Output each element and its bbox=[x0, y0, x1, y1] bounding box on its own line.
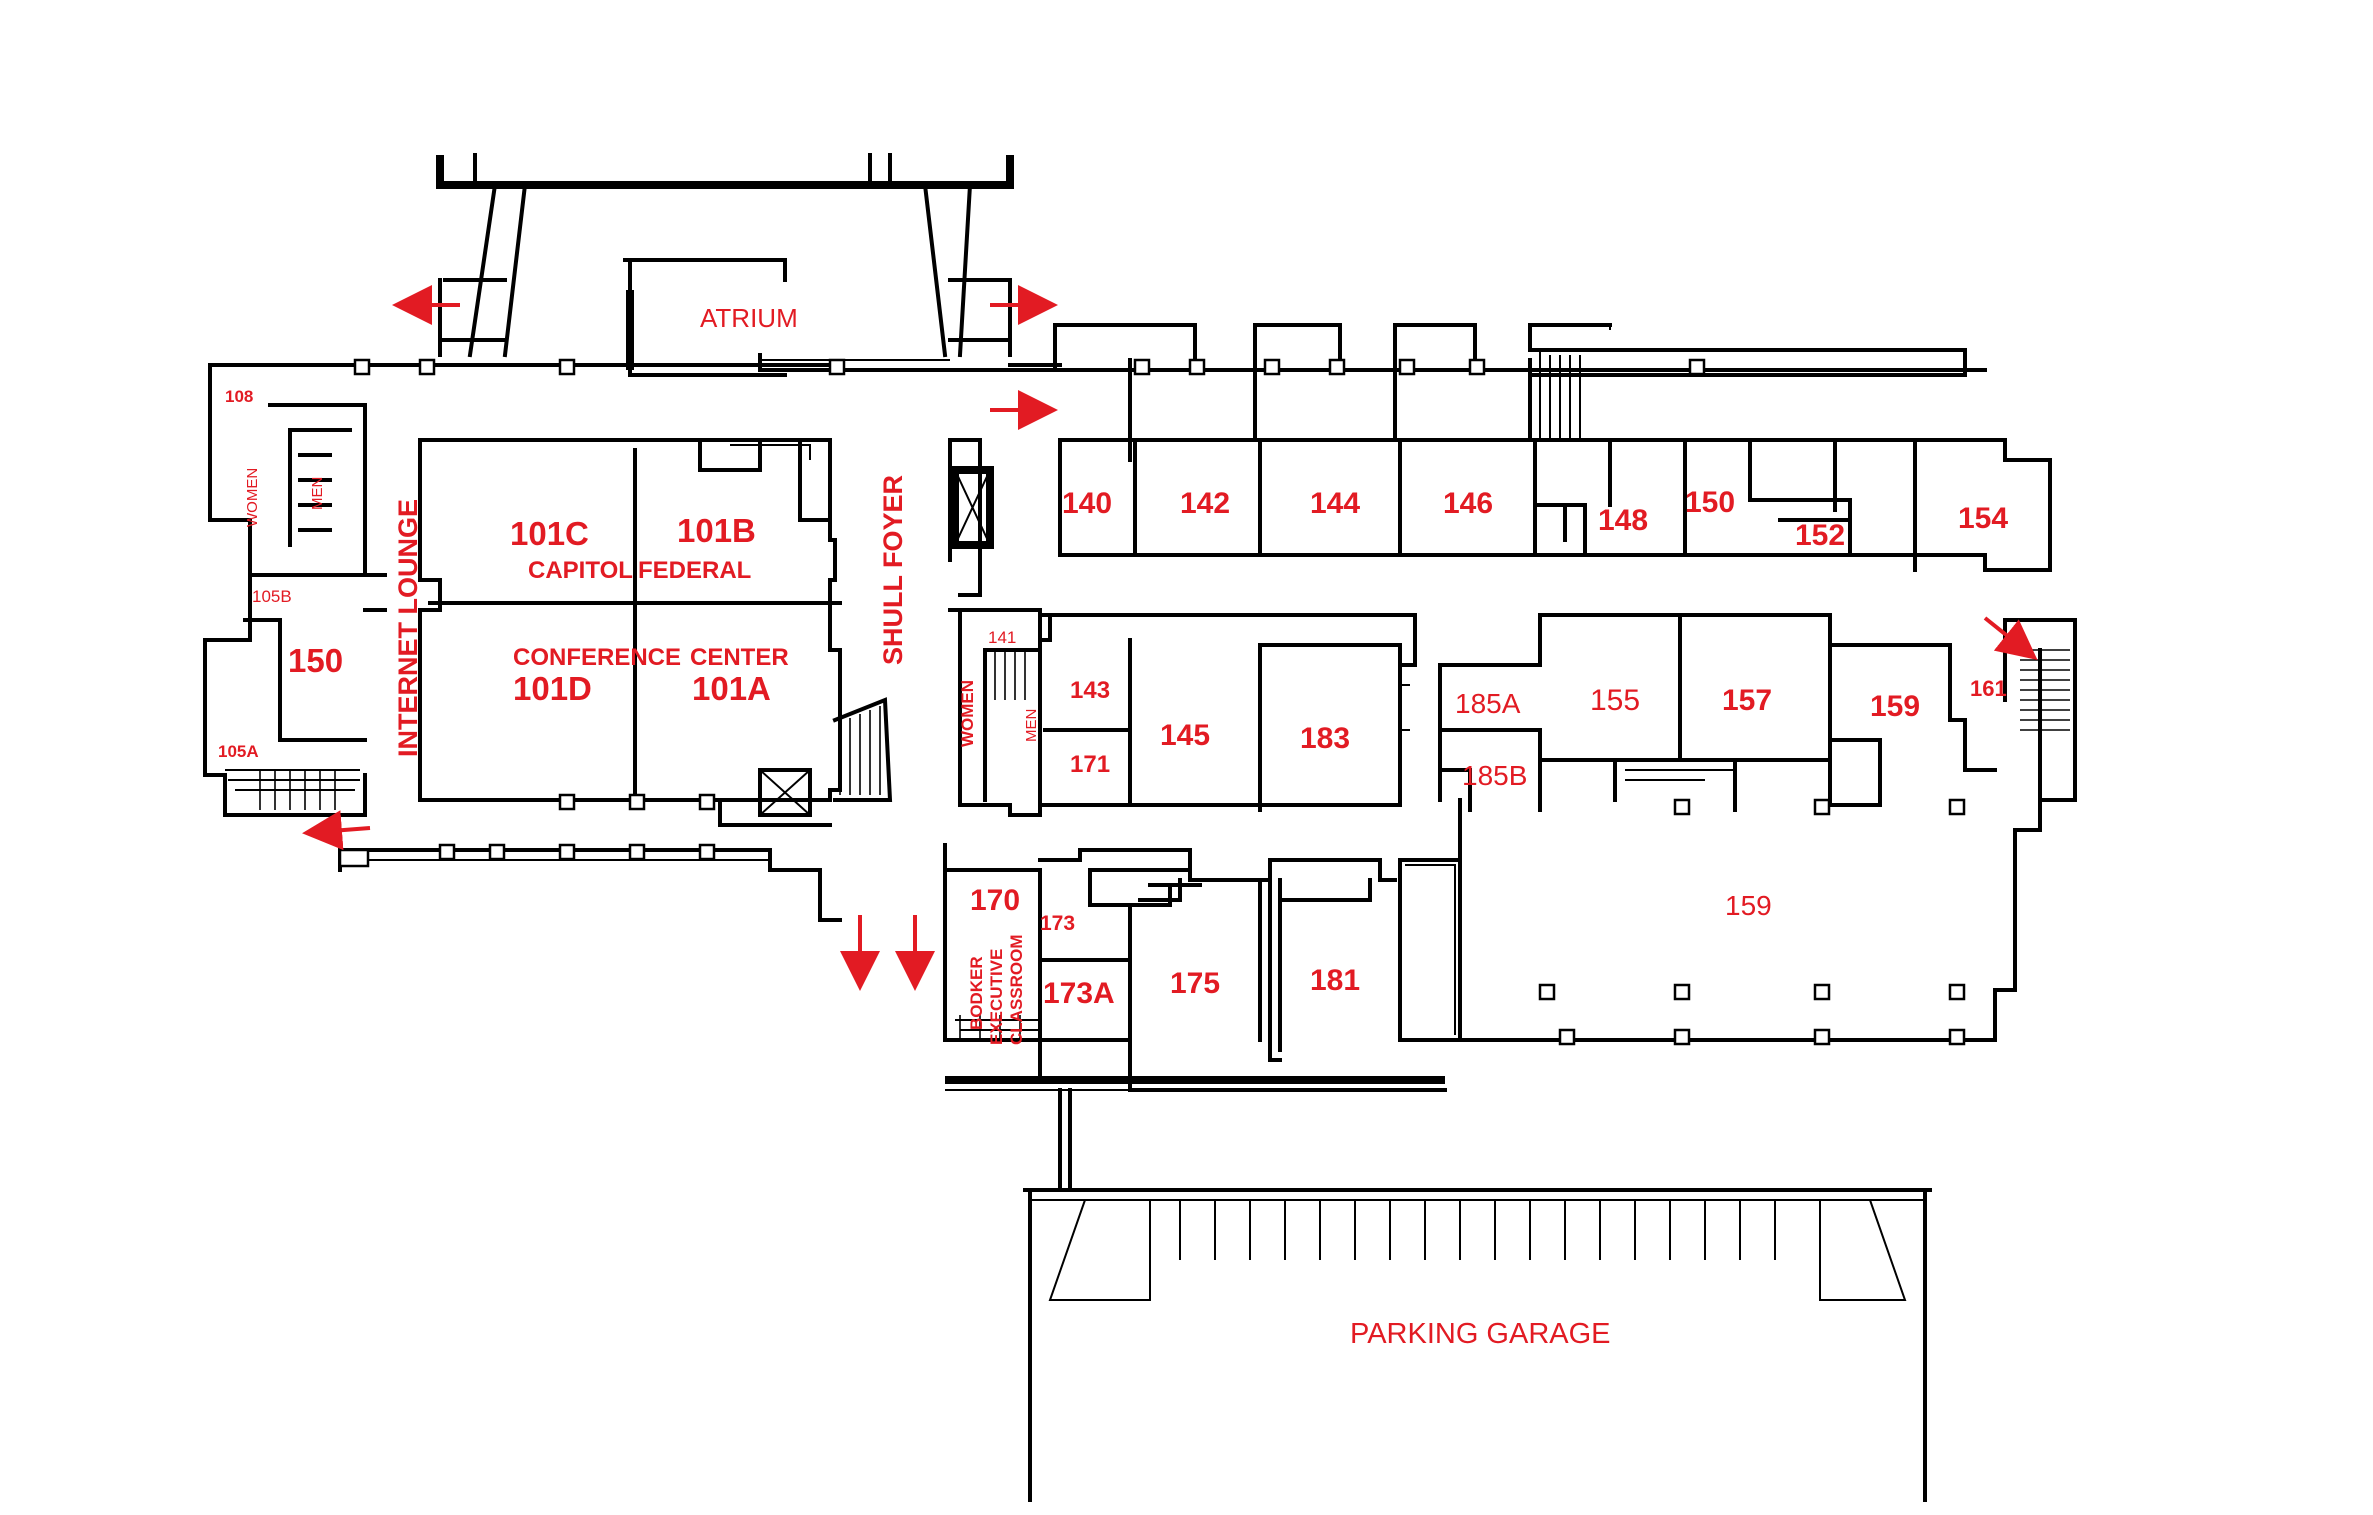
parking-garage-label: PARKING GARAGE bbox=[1350, 1318, 1611, 1350]
federal-label: FEDERAL bbox=[638, 557, 751, 584]
executive-label: EXECUTIVE bbox=[987, 949, 1006, 1045]
restroom-men-west-label: MEN bbox=[309, 477, 326, 510]
structural-columns bbox=[338, 358, 1966, 1046]
room-170: 170 bbox=[970, 884, 1020, 917]
room-105a: 105A bbox=[218, 742, 259, 761]
room-161: 161 bbox=[1970, 676, 2007, 701]
room-148: 148 bbox=[1598, 504, 1648, 537]
room-101c: 101C bbox=[510, 515, 589, 552]
room-155: 155 bbox=[1590, 684, 1640, 717]
room-labels: 108 105B 150 105A 101C 101B 101D 101A 14… bbox=[218, 387, 2008, 1010]
building-walls bbox=[203, 153, 2077, 1502]
area-labels: ATRIUM PARKING GARAGE SHULL FOYER INTERN… bbox=[244, 303, 1611, 1350]
room-145: 145 bbox=[1160, 719, 1210, 752]
room-157: 157 bbox=[1722, 684, 1772, 717]
room-101a: 101A bbox=[692, 670, 771, 707]
room-142: 142 bbox=[1180, 487, 1230, 520]
room-173: 173 bbox=[1040, 912, 1075, 935]
conference-label: CONFERENCE bbox=[513, 644, 681, 671]
capitol-label: CAPITOL bbox=[528, 557, 633, 584]
room-141: 141 bbox=[988, 628, 1016, 647]
room-143: 143 bbox=[1070, 677, 1110, 704]
room-146: 146 bbox=[1443, 487, 1493, 520]
room-171: 171 bbox=[1070, 751, 1110, 778]
restroom-men-center-label: MEN bbox=[1023, 709, 1040, 742]
room-101b: 101B bbox=[677, 512, 756, 549]
room-144: 144 bbox=[1310, 487, 1360, 520]
classroom-label: CLASSROOM bbox=[1007, 935, 1026, 1046]
shull-foyer-label: SHULL FOYER bbox=[878, 475, 908, 665]
bodker-label: BODKER bbox=[967, 956, 986, 1030]
exit-arrows bbox=[302, 285, 2038, 991]
center-label: CENTER bbox=[690, 644, 789, 671]
room-152: 152 bbox=[1795, 519, 1845, 552]
room-185a: 185A bbox=[1455, 688, 1521, 719]
restroom-women-west-label: WOMEN bbox=[244, 468, 261, 527]
room-159: 159 bbox=[1870, 690, 1920, 723]
room-185b: 185B bbox=[1462, 760, 1527, 791]
room-175: 175 bbox=[1170, 967, 1220, 1000]
room-173a: 173A bbox=[1043, 977, 1115, 1010]
room-140: 140 bbox=[1062, 487, 1112, 520]
room-159-large: 159 bbox=[1725, 890, 1772, 921]
room-181: 181 bbox=[1310, 964, 1360, 997]
internet-lounge-label: INTERNET LOUNGE bbox=[393, 499, 423, 757]
room-150-east: 150 bbox=[1685, 486, 1735, 519]
room-154: 154 bbox=[1958, 502, 2008, 535]
room-105b: 105B bbox=[252, 587, 292, 606]
room-150-west: 150 bbox=[288, 642, 343, 679]
restroom-women-center-label: WOMEN bbox=[958, 680, 977, 747]
exit-arrow-southwest bbox=[302, 810, 371, 851]
room-108: 108 bbox=[225, 387, 253, 406]
room-101d: 101D bbox=[513, 670, 592, 707]
room-183: 183 bbox=[1300, 722, 1350, 755]
atrium-label: ATRIUM bbox=[700, 303, 798, 333]
exit-arrow-east-stair bbox=[1983, 616, 2038, 660]
